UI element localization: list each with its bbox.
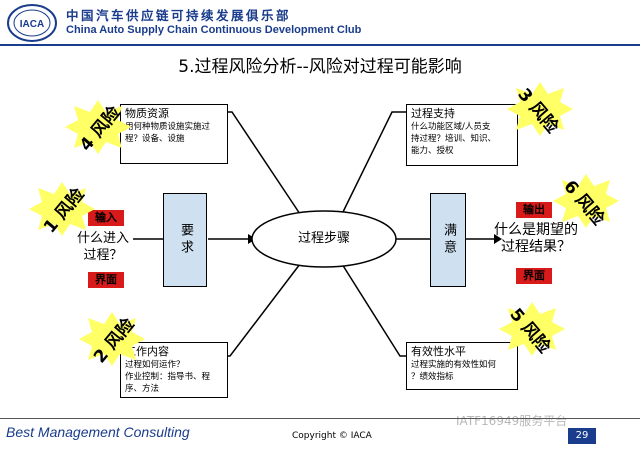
output-label: 输出 (516, 202, 552, 218)
input-label: 输入 (88, 210, 124, 226)
org-name-cn: 中国汽车供应链可持续发展俱乐部 (66, 8, 292, 23)
slide-title: 5.过程风险分析--风险对过程可能影响 (178, 57, 462, 77)
risk-2-burst: 2 风险 (78, 310, 146, 368)
risk-4-burst: 4 风险 (64, 98, 132, 156)
input-interface-label: 界面 (88, 272, 124, 288)
note-title: 过程支持 (411, 107, 455, 120)
page-number: 29 (568, 428, 596, 444)
note-title: 工作内容 (125, 345, 169, 358)
starburst-icon (553, 174, 619, 228)
footer-copyright: Copyright © IACA (292, 431, 372, 441)
org-name-en: China Auto Supply Chain Continuous Devel… (66, 24, 362, 36)
satisfaction-box: 满意 (430, 193, 466, 287)
footer-divider (0, 418, 640, 419)
risk-3-burst: 3 风险 (506, 80, 574, 138)
logo-text: IACA (20, 19, 44, 30)
note-material-resources: 物质资源 用何种物质设施实施过 程？设备、设施 (120, 104, 228, 164)
starburst-icon (507, 82, 573, 136)
note-work-content: 工作内容 过程如何运作？ 作业控制：指导书、程 序、方法 (120, 342, 228, 398)
note-title: 物质资源 (125, 107, 169, 120)
iaca-logo: IACA (7, 4, 57, 42)
starburst-icon (79, 312, 145, 366)
starburst-icon (499, 302, 565, 356)
note-effectiveness: 有效性水平 过程实施的有效性如何 ？绩效指标 (406, 342, 518, 390)
note-title: 有效性水平 (411, 345, 466, 358)
risk-6-burst: 6 风险 (552, 172, 620, 230)
starburst-icon (29, 182, 95, 236)
watermark: IATF16949服务平台 (456, 414, 568, 428)
risk-5-burst: 5 风险 (498, 300, 566, 358)
output-interface-label: 界面 (516, 268, 552, 284)
input-question: 什么进入 过程？ (76, 231, 129, 263)
output-question: 什么是期望的 过程结果？ (494, 222, 578, 255)
requirement-box: 要求 (163, 193, 207, 287)
process-ellipse (251, 210, 397, 268)
header-divider (0, 44, 640, 46)
footer-company: Best Management Consulting (6, 424, 190, 440)
process-step-label: 过程步骤 (297, 231, 350, 246)
risk-1-burst: 1 风险 (28, 180, 96, 238)
starburst-icon (65, 100, 131, 154)
note-process-support: 过程支持 什么功能区域/人员支 持过程？培训、知识、 能力、授权 (406, 104, 518, 166)
